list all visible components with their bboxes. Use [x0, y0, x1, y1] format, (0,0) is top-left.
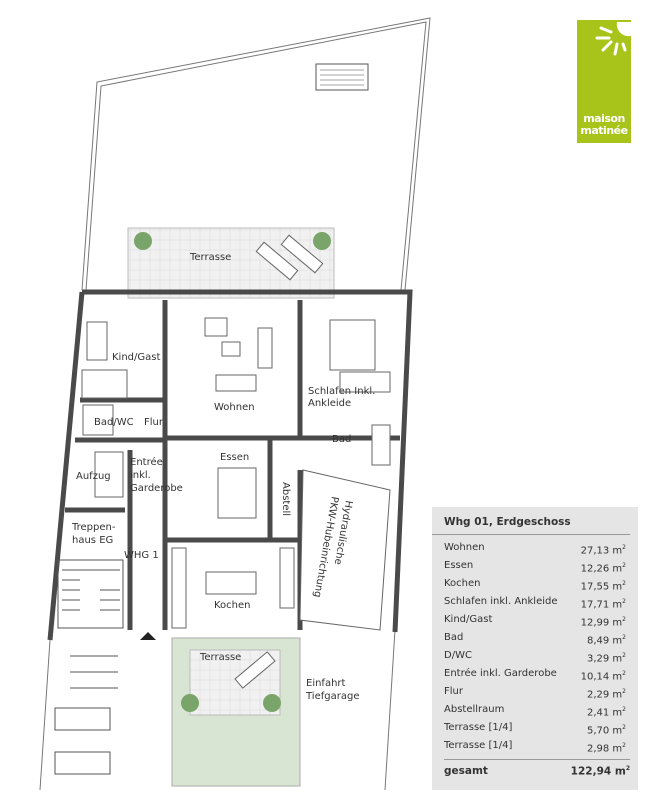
room-label-entree: Entrée	[130, 456, 163, 468]
room-label-garderobe: Garderobe	[130, 483, 183, 494]
room-label-schlafen: Schlafen Inkl.	[308, 386, 375, 397]
area-room-name: D/WC	[444, 650, 472, 661]
area-total-row: gesamt 122,94 m2	[444, 759, 630, 778]
area-room-name: Schlafen inkl. Ankleide	[444, 596, 558, 607]
area-room-name: Terrasse [1/4]	[444, 722, 513, 733]
unit: m	[612, 707, 623, 719]
sun-icon	[595, 22, 631, 56]
label-einfahrt: Einfahrt	[306, 678, 346, 689]
area-value: 2,98	[586, 743, 610, 755]
unit: m	[612, 635, 623, 647]
area-row: Terrasse [1/4]2,98 m2	[444, 737, 626, 755]
room-label-entree-inkl: inkl.	[130, 470, 151, 481]
area-row: Terrasse [1/4]5,70 m2	[444, 719, 626, 737]
unit: m	[614, 765, 626, 778]
area-room-name: Flur	[444, 686, 463, 697]
room-label-haus-eg: haus EG	[72, 535, 113, 546]
unit: m	[612, 653, 623, 665]
unit: m	[612, 725, 623, 737]
area-room-name: Essen	[444, 560, 474, 571]
room-label-wohnen: Wohnen	[214, 402, 255, 413]
walls	[47, 289, 413, 641]
room-label-essen: Essen	[220, 452, 249, 463]
room-label-aufzug: Aufzug	[76, 471, 111, 482]
room-label-bad-wc: Bad/WC	[94, 417, 134, 428]
area-value: 27,13	[580, 545, 610, 557]
plot-boundary	[39, 17, 431, 791]
area-room-name: Kochen	[444, 578, 481, 589]
terrace-top	[127, 227, 335, 299]
skylight	[315, 63, 369, 91]
area-value: 17,55	[580, 581, 610, 593]
unit: m	[612, 581, 623, 593]
area-value: 2,41	[586, 707, 610, 719]
area-total-value: 122,94	[570, 765, 612, 778]
area-room-name: Entrée inkl. Garderobe	[444, 668, 557, 679]
room-label-ankleide: Ankleide	[308, 398, 351, 409]
area-value: 3,29	[586, 653, 610, 665]
area-value: 10,14	[580, 671, 610, 683]
skylight-lines	[320, 69, 364, 86]
area-room-name: Abstellraum	[444, 704, 505, 715]
logo-line-2: matinée	[580, 124, 628, 137]
area-total-label: gesamt	[444, 765, 488, 777]
furniture	[81, 317, 391, 631]
maison-matinee-logo: maison matinée	[577, 20, 631, 143]
room-label-abstell: Abstell	[280, 482, 291, 516]
plant-icon	[134, 232, 152, 250]
plant-icon	[263, 694, 281, 712]
bicycle-parking	[54, 655, 118, 775]
entrance-arrow-icon	[140, 632, 156, 640]
room-label-flur: Flur	[144, 417, 164, 428]
room-label-kochen: Kochen	[214, 600, 251, 611]
area-value: 12,26	[580, 563, 610, 575]
label-tiefgarage: Tiefgarage	[305, 691, 359, 702]
area-value: 17,71	[580, 599, 610, 611]
plant-icon	[181, 694, 199, 712]
area-value: 8,49	[586, 635, 610, 647]
unit: m	[612, 743, 623, 755]
room-label-treppen: Treppen-	[71, 522, 116, 533]
room-label-kind-gast: Kind/Gast	[112, 352, 160, 363]
unit: m	[612, 545, 623, 557]
plant-icon	[313, 232, 331, 250]
sun-lounger-icon	[255, 234, 324, 281]
area-table-title: Whg 01, Erdgeschoss	[432, 507, 630, 535]
sun-lounger-icon	[234, 651, 276, 689]
unit: m	[612, 671, 623, 683]
area-room-name: Kind/Gast	[444, 614, 493, 625]
label-whg-1: WHG 1	[124, 550, 159, 561]
unit: m	[612, 689, 623, 701]
unit: m	[612, 563, 623, 575]
area-room-name: Wohnen	[444, 542, 485, 553]
room-label-terrasse-top: Terrasse	[189, 252, 231, 263]
area-value: 12,99	[580, 617, 610, 629]
logo-line-1: maison	[583, 112, 625, 125]
area-value: 2,29	[586, 689, 610, 701]
staircase	[57, 559, 124, 629]
area-room-name: Bad	[444, 632, 464, 643]
area-value: 5,70	[586, 725, 610, 737]
unit: m	[612, 599, 623, 611]
area-room-name: Terrasse [1/4]	[444, 740, 513, 751]
room-label-bad: Bad	[332, 434, 351, 445]
unit: m	[612, 617, 623, 629]
room-label-terrasse-bottom: Terrasse	[199, 652, 241, 663]
